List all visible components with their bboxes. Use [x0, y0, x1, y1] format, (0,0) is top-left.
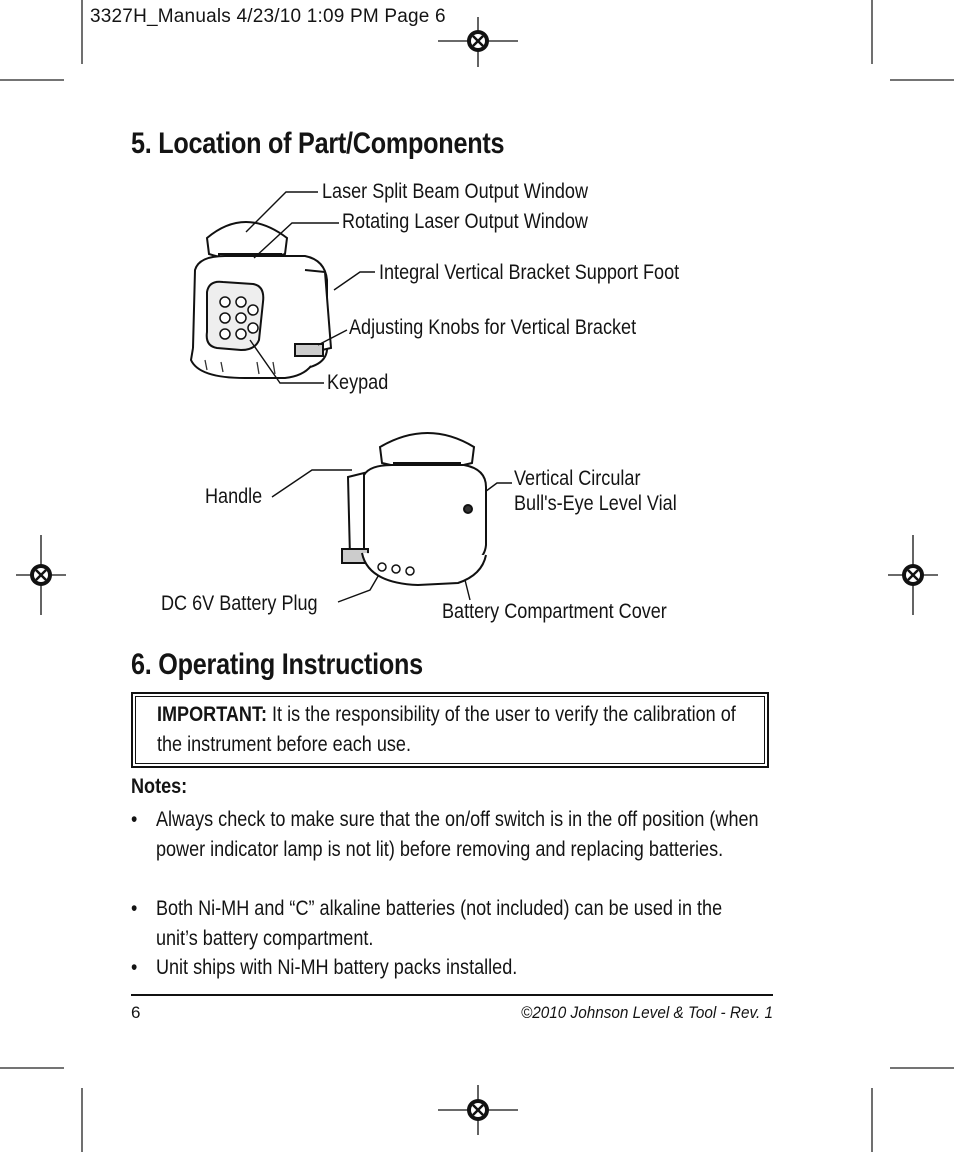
note-text: Always check to make sure that the on/of… — [155, 808, 759, 861]
label-vial-line1: Vertical Circular — [514, 467, 641, 490]
important-box — [131, 692, 769, 768]
registration-mark-icon — [438, 1085, 518, 1135]
label-adjusting-knobs: Adjusting Knobs for Vertical Bracket — [349, 316, 637, 339]
notes-heading: Notes: — [131, 775, 188, 798]
bullet-icon: • — [131, 897, 138, 920]
label-rotating-window: Rotating Laser Output Window — [342, 210, 588, 233]
label-keypad: Keypad — [327, 371, 389, 394]
list-item: • Both Ni-MH and “C” alkaline batteries … — [131, 894, 759, 954]
registration-mark-icon — [438, 17, 518, 67]
note-text: Unit ships with Ni-MH battery packs inst… — [155, 956, 518, 979]
section5-title: 5. Location of Part/Components — [131, 127, 505, 160]
section6-title: 6. Operating Instructions — [131, 648, 423, 681]
footer-divider — [131, 994, 773, 996]
laser-level-front-illustration — [189, 221, 333, 379]
laser-level-rear-illustration — [341, 432, 487, 587]
slug-line: 3327H_Manuals 4/23/10 1:09 PM Page 6 — [90, 6, 446, 27]
leader-lines-top — [245, 191, 512, 603]
label-vial-line2: Bull's-Eye Level Vial — [514, 492, 677, 515]
page-number: 6 — [131, 1003, 141, 1022]
bullet-icon: • — [131, 808, 138, 831]
registration-mark-icon — [888, 535, 938, 615]
label-handle: Handle — [205, 485, 263, 508]
label-laser-split-window: Laser Split Beam Output Window — [322, 180, 589, 203]
bullet-icon: • — [131, 956, 138, 979]
label-battery-plug: DC 6V Battery Plug — [161, 592, 318, 615]
copyright: ©2010 Johnson Level & Tool - Rev. 1 — [521, 1003, 773, 1022]
label-battery-cover: Battery Compartment Cover — [442, 600, 667, 623]
important-label: IMPORTANT: — [157, 703, 268, 726]
label-support-foot: Integral Vertical Bracket Support Foot — [379, 261, 680, 284]
important-notice: IMPORTANT: It is the responsibility of t… — [157, 700, 759, 760]
important-text: It is the responsibility of the user to … — [157, 703, 736, 756]
registration-mark-icon — [16, 535, 66, 615]
list-item: • Unit ships with Ni-MH battery packs in… — [131, 953, 759, 983]
list-item: • Always check to make sure that the on/… — [131, 805, 759, 865]
note-text: Both Ni-MH and “C” alkaline batteries (n… — [155, 897, 723, 950]
